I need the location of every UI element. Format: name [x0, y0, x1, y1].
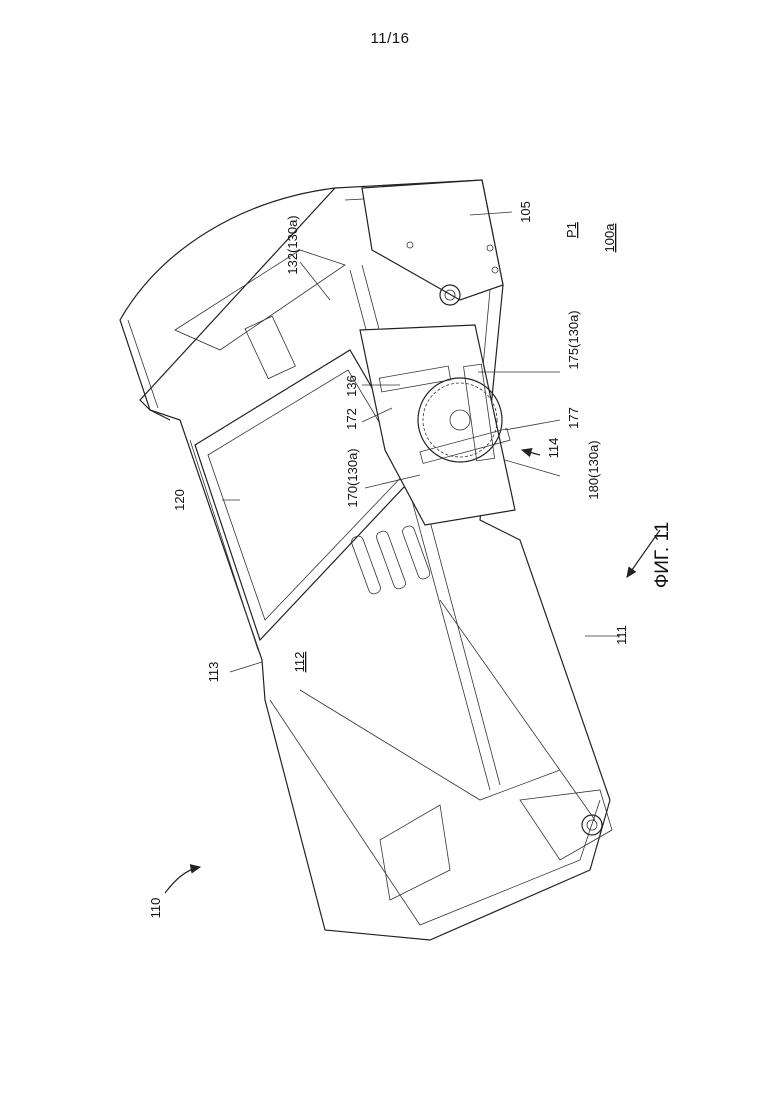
label-P1: P1	[564, 222, 579, 238]
label-180: 180(130a)	[586, 440, 601, 499]
label-132: 132(130a)	[285, 215, 300, 274]
chassis-body	[140, 180, 610, 940]
figure-caption: ФИГ. 11	[652, 522, 673, 588]
label-175: 175(130a)	[566, 310, 581, 369]
label-177: 177	[566, 407, 581, 429]
label-136: 136	[344, 375, 359, 397]
label-120: 120	[172, 489, 187, 511]
label-111: 111	[614, 625, 629, 645]
label-105: 105	[518, 201, 533, 223]
label-112: 112	[292, 652, 307, 673]
arrow-110	[165, 867, 200, 893]
label-114: 114	[546, 438, 561, 459]
label-100a: 100a	[602, 223, 617, 253]
arrow-114	[522, 450, 540, 455]
label-170: 170(130a)	[345, 448, 360, 507]
label-110: 110	[148, 898, 163, 919]
slot-openings	[350, 525, 431, 596]
lower-bracket	[380, 790, 612, 900]
module-105	[362, 180, 503, 305]
label-172: 172	[344, 408, 359, 430]
label-113: 113	[206, 662, 221, 683]
